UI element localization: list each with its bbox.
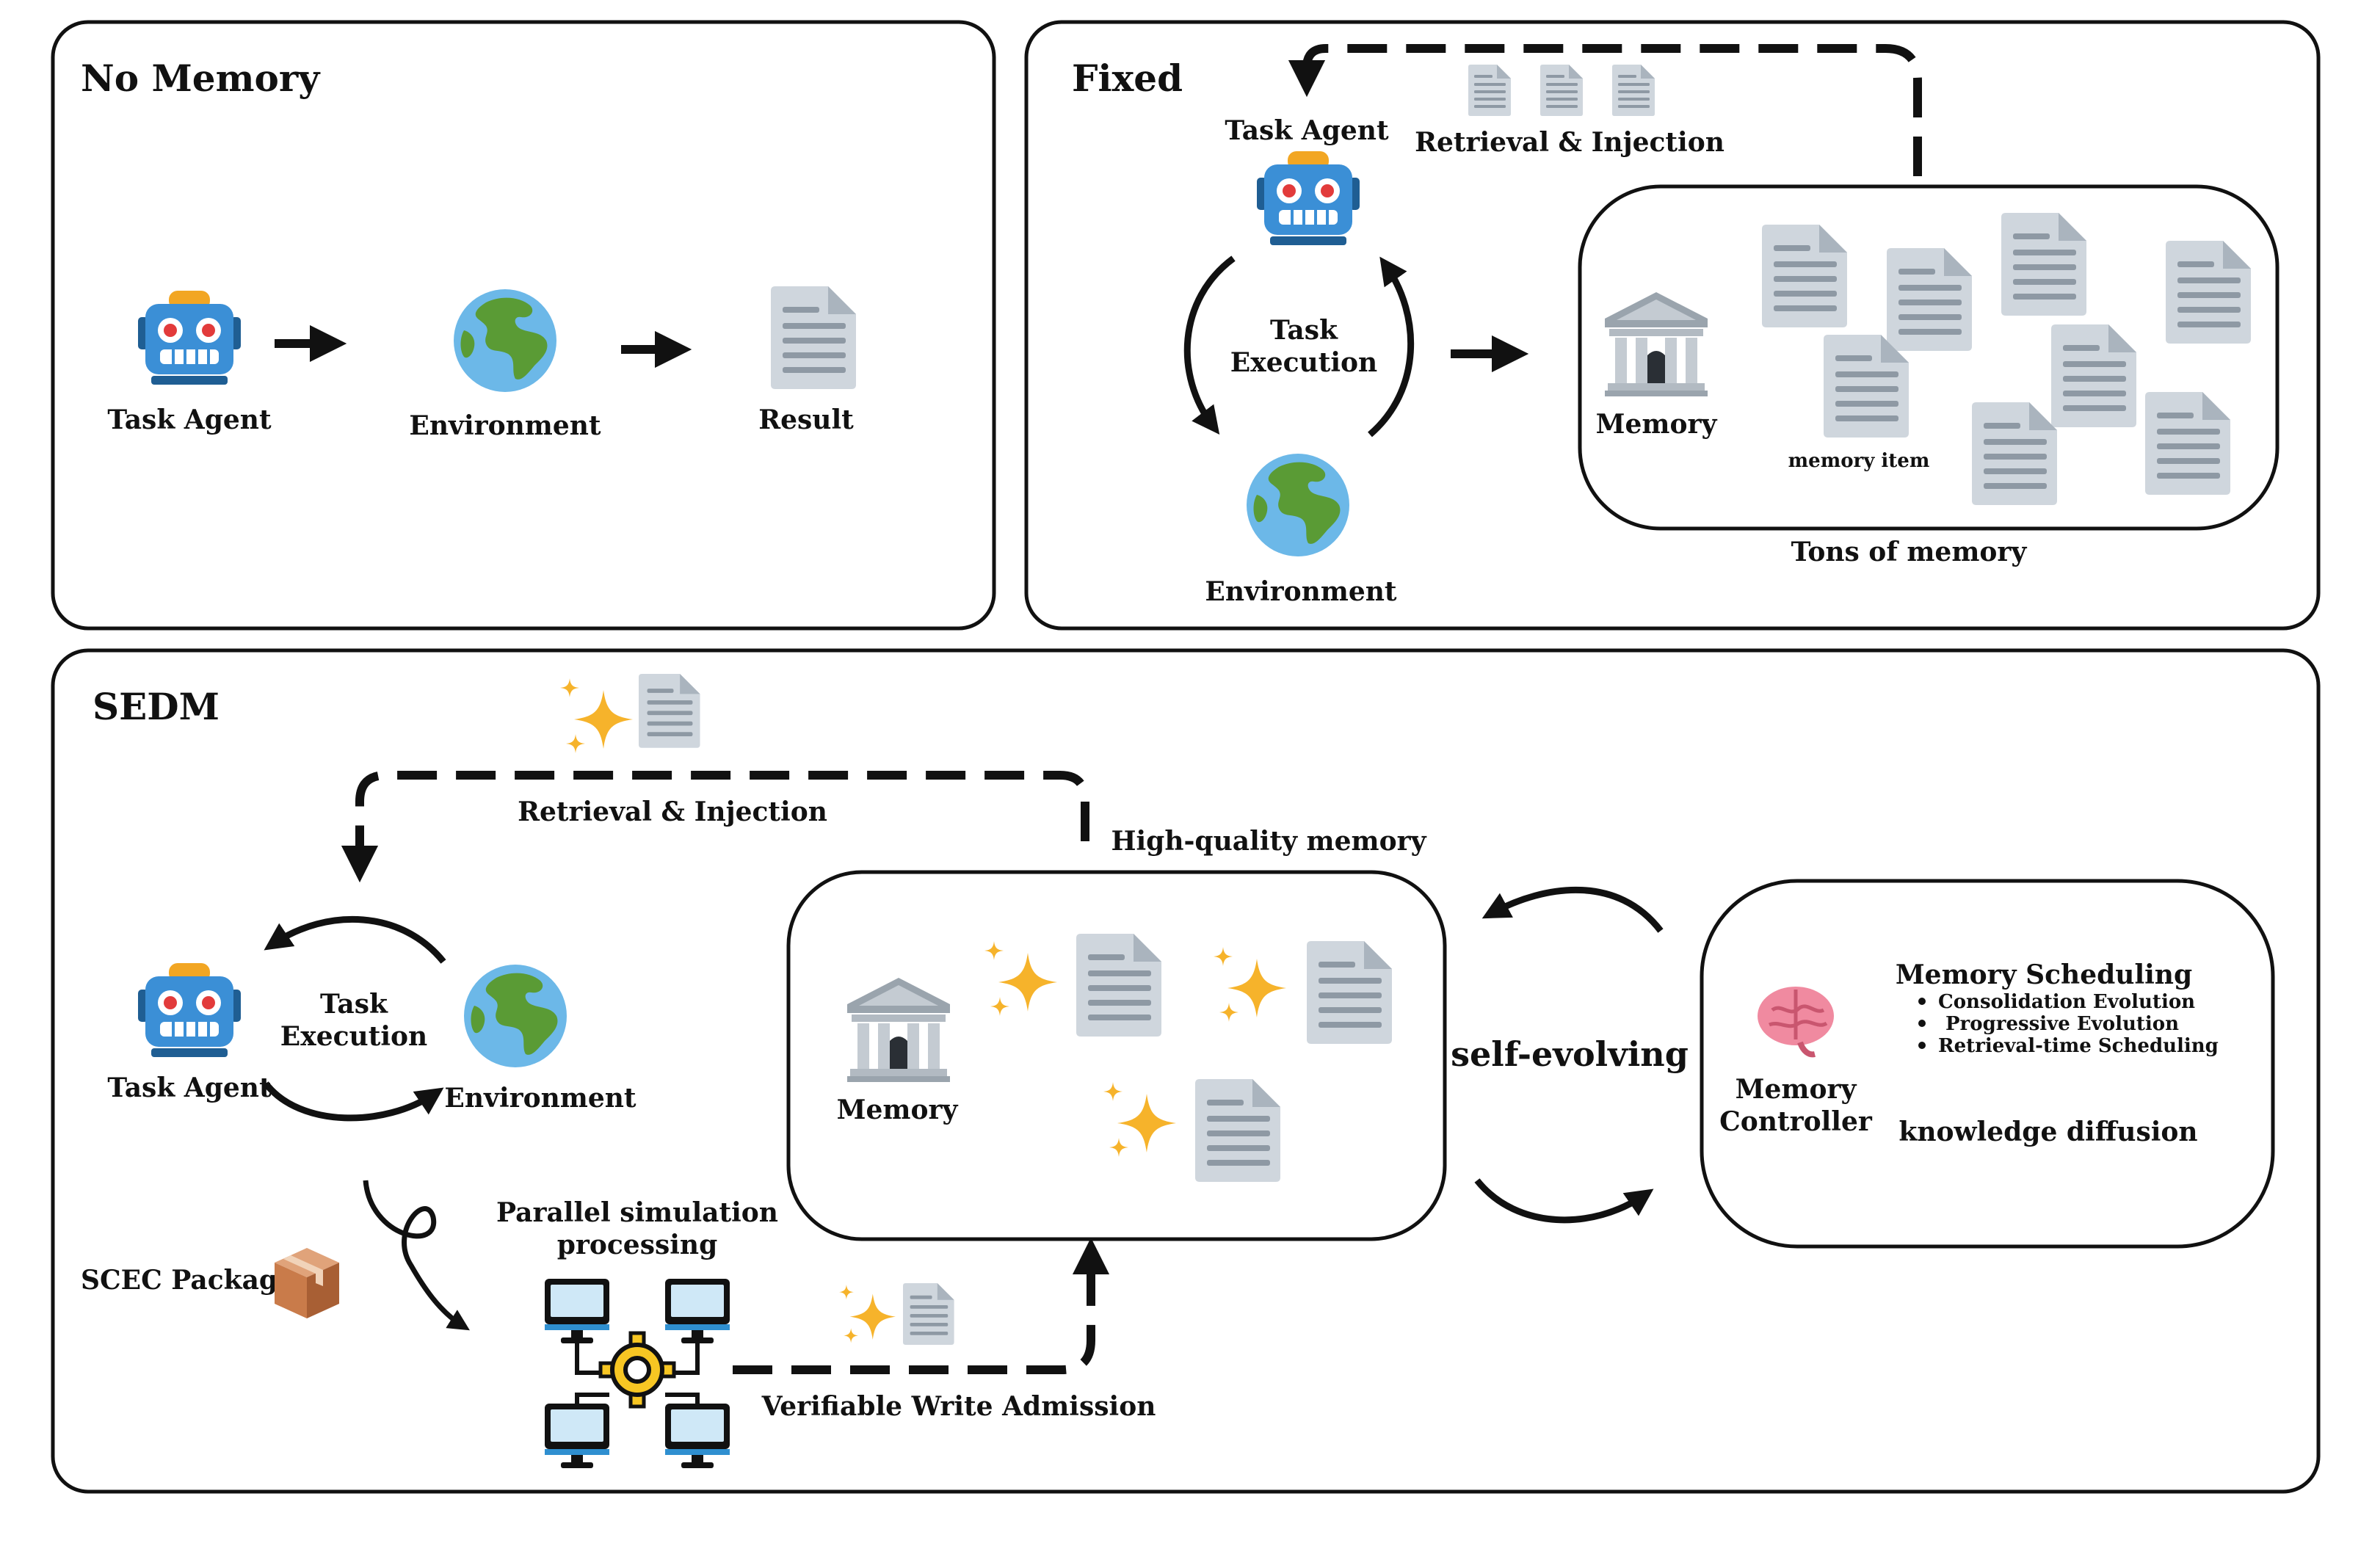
knowledge-diffusion-label: knowledge diffusion [1898,1117,2197,1147]
bank-icon [1605,292,1708,396]
document-icon [639,674,700,748]
fixed-retrieval-dashed-arrow [1288,44,1922,176]
globe-icon [464,965,567,1067]
bullet-progressive: Progressive Evolution [1945,1013,2179,1035]
document-icon [1307,941,1392,1044]
document-icon [1824,335,1909,438]
document-icon [1468,65,1511,116]
self-evolving-label: self-evolving [1451,1034,1689,1074]
document-icon [1540,65,1583,116]
document-icon [1612,65,1655,116]
document-icon [2001,213,2086,316]
sedm-memory-store [786,870,1447,1241]
fixed-task-exec-label-1: Task [1270,315,1338,346]
document-icon [2166,241,2251,344]
panel-no-memory [51,20,996,631]
fixed-memory-label: Memory [1596,409,1718,440]
sedm-loop-arrow [363,1180,470,1331]
parallel-label-1: Parallel simulation [496,1197,778,1228]
fixed-retrieval-docs [1468,65,1655,116]
panel-fixed [1024,20,2321,631]
bank-icon [847,978,950,1082]
tons-of-memory-label: Tons of memory [1791,537,2028,567]
high-quality-memory-label: High-quality memory [1111,826,1426,857]
memory-item-label: memory item [1788,450,1930,472]
fixed-exec-arrow-up [1368,256,1415,438]
package-icon [275,1248,339,1318]
no-memory-title: No Memory [81,57,321,100]
monitor-icon [665,1404,730,1468]
brain-icon [1758,987,1834,1058]
verifiable-write-dashed-arrow [733,1237,1110,1374]
sparkle-icon [838,1285,896,1343]
parallel-network [545,1279,730,1468]
document-icon [2145,392,2230,495]
sedm-retrieval-artifact [560,674,700,753]
sedm-task-agent-label: Task Agent [107,1072,272,1103]
sedm-task-exec-label-2: Execution [280,1021,427,1052]
document-icon [1887,248,1972,351]
monitor-icon [665,1279,730,1343]
no-memory-task-agent-label: Task Agent [107,404,272,435]
robot-icon [138,291,241,385]
memory-scheduling-label: Memory Scheduling [1896,959,2192,990]
no-memory-environment-label: Environment [409,410,601,441]
fixed-task-exec-label-2: Execution [1230,347,1377,378]
scec-package-label: SCEC Package [81,1265,294,1296]
sedm-retrieval-label: Retrieval & Injection [518,796,827,827]
verifiable-write-label: Verifiable Write Admission [761,1391,1156,1422]
memory-controller-box [1700,879,2275,1249]
sedm-memory-label: Memory [837,1095,959,1125]
sedm-exec-arrow-bottom [263,1081,444,1122]
sparkle-icon [1214,947,1286,1022]
fixed-memory-store [1578,184,2280,531]
sparkle-icon [560,678,633,753]
bullet-dot [1918,1020,1926,1027]
document-icon [1076,934,1161,1037]
bullet-retrieval-time: Retrieval-time Scheduling [1938,1035,2219,1057]
document-icon [771,286,856,389]
sparkle-icon [1103,1082,1176,1157]
fixed-title: Fixed [1072,57,1183,100]
document-icon [1972,402,2057,505]
memory-controller-label-1: Memory [1736,1074,1857,1105]
fixed-exec-arrow-down [1183,255,1236,435]
sedm-retrieval-dashed-arrow [341,771,1089,883]
document-icon [903,1283,954,1345]
document-icon [1195,1079,1280,1182]
globe-icon [454,289,556,392]
bullet-dot [1918,998,1926,1005]
memory-controller-label-2: Controller [1719,1106,1873,1137]
sedm-title: SEDM [93,685,220,728]
sedm-exec-arrow-top [264,916,446,964]
fixed-task-agent-label: Task Agent [1225,115,1389,146]
gear-icon [598,1331,676,1409]
sedm-task-exec-label-1: Task [320,989,388,1020]
result-label: Result [758,404,854,435]
monitor-icon [545,1404,609,1468]
sedm-environment-label: Environment [444,1083,637,1114]
document-icon [2051,324,2136,427]
self-evolving-arrow-bottom [1474,1178,1654,1224]
bullet-consolidation: Consolidation Evolution [1938,991,2195,1013]
robot-icon [1257,151,1360,245]
bullet-dot [1918,1042,1926,1049]
monitor-icon [545,1279,609,1343]
document-icon [1762,225,1847,327]
parallel-label-2: processing [557,1230,718,1260]
fixed-retrieval-label: Retrieval & Injection [1415,127,1724,158]
fixed-environment-label: Environment [1205,576,1397,607]
robot-icon [138,963,241,1057]
sparkle-icon [984,941,1057,1016]
globe-icon [1247,454,1349,556]
self-evolving-arrow-top [1481,886,1664,933]
panel-sedm [51,648,2321,1494]
